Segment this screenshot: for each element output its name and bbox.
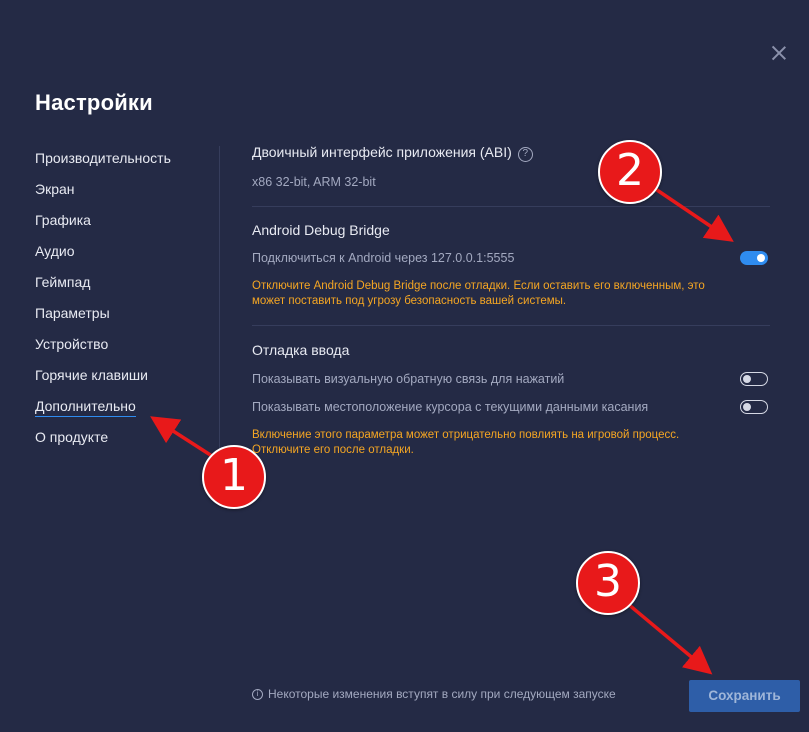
adb-toggle[interactable] [740, 251, 768, 265]
page-title: Настройки [35, 90, 153, 115]
sidebar-item-about[interactable]: О продукте [35, 429, 109, 445]
annotation-marker-1: 1 [202, 445, 266, 509]
sidebar-item-display[interactable]: Экран [35, 181, 75, 197]
sidebar-item-advanced[interactable]: Дополнительно [35, 396, 205, 427]
sidebar-item-shortcuts[interactable]: Горячие клавиши [35, 367, 148, 383]
cursor-location-label: Показывать местоположение курсора с теку… [252, 400, 649, 414]
info-icon: i [252, 688, 263, 700]
sidebar-item-audio[interactable]: Аудио [35, 243, 75, 259]
sidebar-item-device[interactable]: Устройство [35, 336, 109, 352]
close-button[interactable] [768, 42, 790, 64]
vertical-divider [219, 146, 220, 466]
input-debug-warning: Включение этого параметра может отрицате… [252, 429, 680, 456]
cursor-location-row: Показывать местоположение курсора с теку… [252, 397, 770, 417]
restart-note: i Некоторые изменения вступят в силу при… [252, 687, 616, 701]
adb-toggle-label: Подключиться к Android через 127.0.0.1:5… [252, 251, 515, 265]
adb-title: Android Debug Bridge [252, 222, 390, 238]
touch-feedback-label: Показывать визуальную обратную связь для… [252, 372, 565, 386]
adb-warning: Отключите Android Debug Bridge после отл… [252, 280, 705, 307]
section-divider [252, 325, 770, 326]
help-icon[interactable]: ? [517, 147, 533, 162]
abi-value: x86 32-bit, ARM 32-bit [252, 175, 376, 189]
sidebar: Производительность Экран Графика Аудио Г… [35, 148, 205, 458]
arrow-3 [626, 602, 713, 675]
annotation-marker-2: 2 [598, 140, 662, 204]
adb-toggle-row: Подключиться к Android через 127.0.0.1:5… [252, 248, 770, 268]
sidebar-item-performance[interactable]: Производительность [35, 150, 171, 166]
input-debug-section: Отладка ввода Показывать визуальную обра… [252, 342, 770, 462]
adb-section: Android Debug Bridge Подключиться к Andr… [252, 222, 770, 317]
abi-title: Двоичный интерфейс приложения (ABI)? [252, 144, 770, 162]
abi-section: Двоичный интерфейс приложения (ABI)? x86… [252, 144, 770, 189]
annotation-marker-3: 3 [576, 551, 640, 615]
input-debug-title: Отладка ввода [252, 342, 350, 358]
toggle-knob [743, 374, 751, 383]
section-divider [252, 206, 770, 207]
cursor-location-toggle[interactable] [740, 400, 768, 414]
toggle-knob [757, 254, 765, 262]
toggle-knob [743, 402, 751, 411]
sidebar-item-graphics[interactable]: Графика [35, 212, 91, 228]
sidebar-item-gamepad[interactable]: Геймпад [35, 274, 91, 290]
sidebar-item-preferences[interactable]: Параметры [35, 305, 110, 321]
touch-feedback-toggle[interactable] [740, 372, 768, 386]
touch-feedback-row: Показывать визуальную обратную связь для… [252, 369, 770, 389]
save-button[interactable]: Сохранить [689, 680, 800, 712]
